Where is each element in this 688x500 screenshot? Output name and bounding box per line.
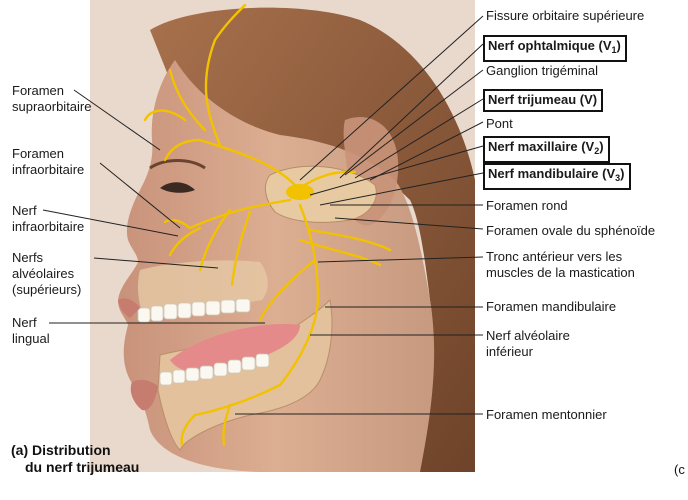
label-foramen-mentonnier: Foramen mentonnier (486, 407, 607, 422)
tongue (170, 324, 300, 373)
figure-caption: (a) Distribution du nerf trijumeau (11, 442, 140, 475)
upper-lip (118, 298, 140, 318)
lower-teeth (159, 353, 270, 386)
label-nerf-alveolaire-inferieur: Nerf alvéolaire inférieur (486, 328, 570, 359)
label-nerf-maxillaire: Nerf maxillaire (V2) (483, 136, 610, 163)
label-ganglion-trigeminal: Ganglion trigéminal (486, 63, 599, 78)
label-foramen-mandibulaire: Foramen mandibulaire (486, 299, 617, 314)
label-foramen-ovale: Foramen ovale du sphénoïde (486, 223, 656, 238)
hair (150, 7, 475, 472)
label-pont: Pont (486, 116, 513, 131)
trigeminal-ganglion (286, 184, 314, 200)
label-nerf-ophtalmique: Nerf ophtalmique (V1) (483, 35, 627, 62)
label-foramen-infraorbitaire: Foramen infraorbitaire (12, 146, 85, 177)
label-fissure-orbitaire: Fissure orbitaire supérieure (486, 8, 645, 23)
label-nerf-infraorbitaire: Nerf infraorbitaire (12, 203, 85, 234)
eye (160, 182, 195, 193)
eyebrow (149, 159, 206, 170)
label-nerfs-alveolaires: Nerfs alvéolaires (supérieurs) (12, 250, 82, 297)
label-foramen-rond: Foramen rond (486, 198, 568, 213)
lower-lip (130, 379, 158, 411)
label-foramen-supraorbitaire: Foramen supraorbitaire (12, 83, 92, 114)
upper-teeth (137, 298, 251, 323)
leader-lines (42, 15, 484, 415)
label-nerf-lingual: Nerf lingual (12, 315, 50, 346)
label-nerf-mandibulaire: Nerf mandibulaire (V3) (483, 163, 631, 190)
cropped-panel-letter: (c (674, 462, 685, 477)
label-nerf-trijumeau: Nerf trijumeau (V) (483, 89, 604, 112)
nerve-network (143, 3, 392, 447)
label-tronc-anterieur: Tronc antérieur vers les muscles de la m… (486, 249, 635, 280)
